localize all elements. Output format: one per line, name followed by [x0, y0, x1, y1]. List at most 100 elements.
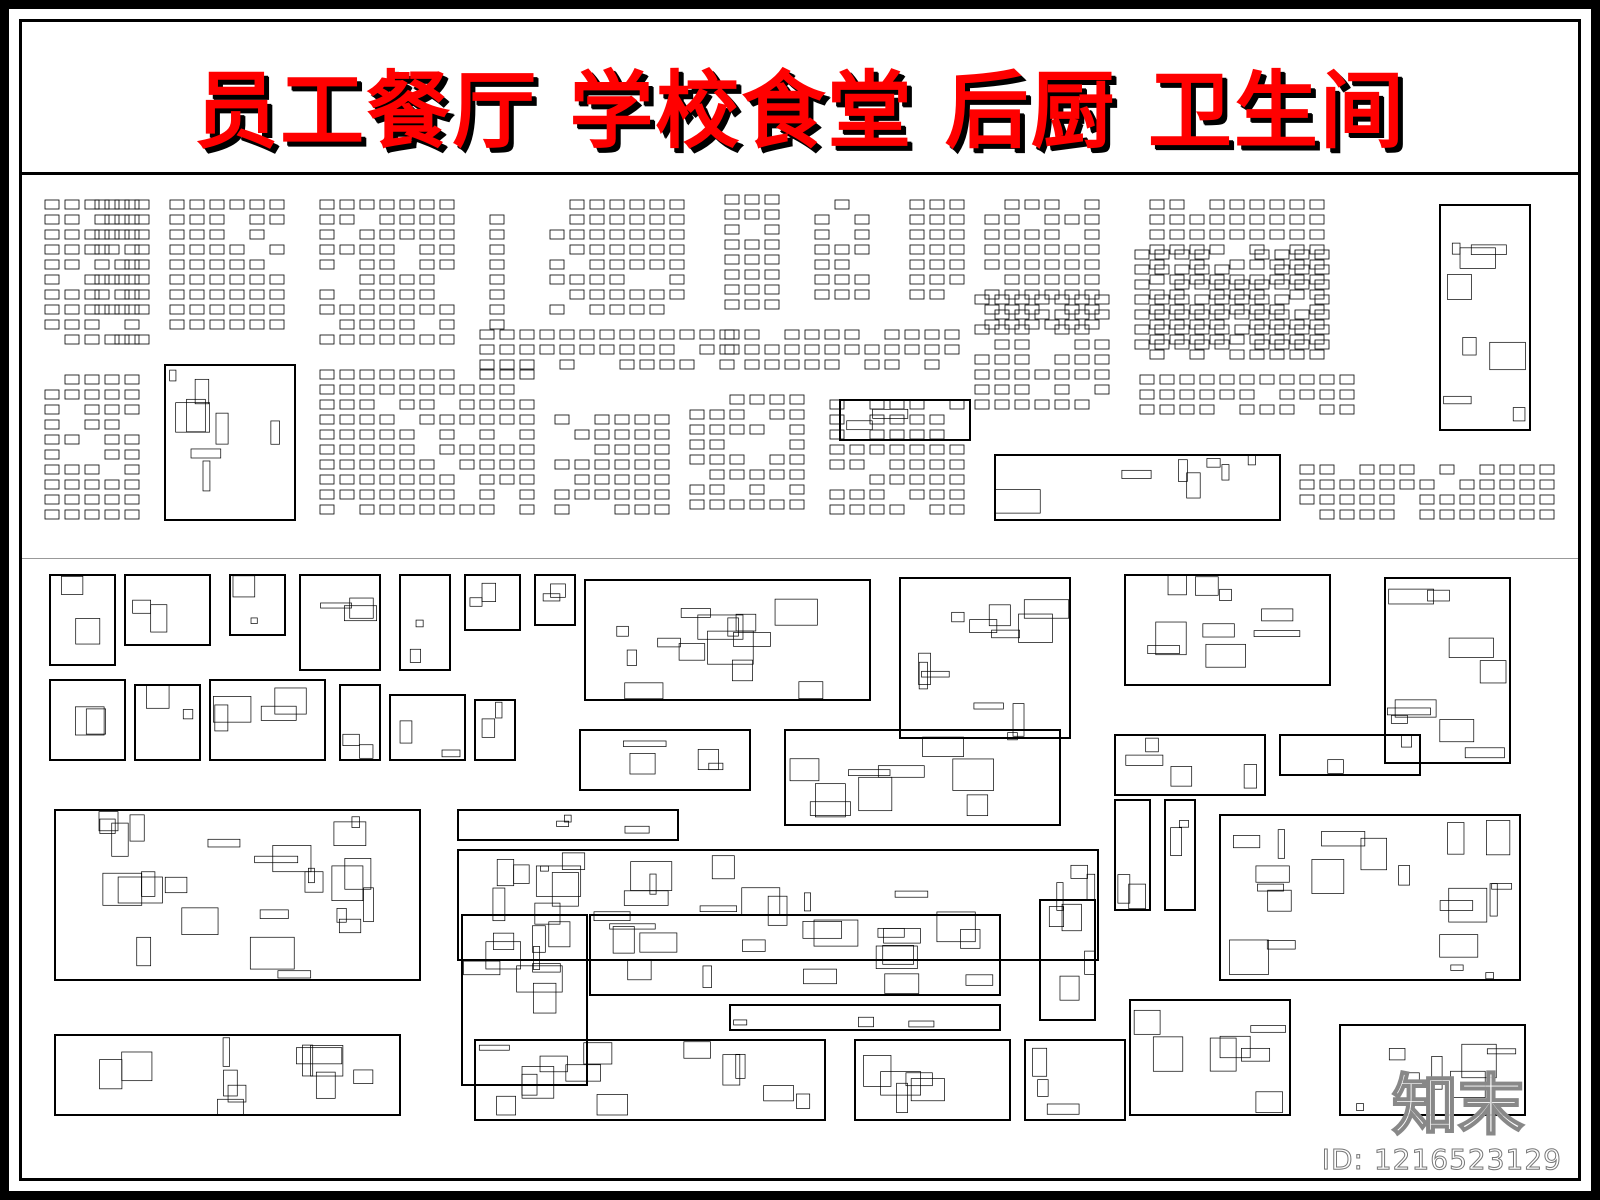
- dining-table: [379, 444, 395, 455]
- floor-plan-fixture: [1462, 337, 1477, 356]
- dining-table: [929, 289, 945, 300]
- dining-table: [1294, 249, 1310, 260]
- dining-table: [339, 444, 355, 455]
- dining-table: [1134, 279, 1150, 290]
- dining-table: [629, 289, 645, 300]
- dining-table: [84, 244, 100, 255]
- dining-table: [379, 304, 395, 315]
- floor-plan-fixture: [1170, 766, 1193, 787]
- dining-table: [1319, 374, 1335, 385]
- floor-plan-fixture: [556, 820, 570, 827]
- floor-plan-fixture: [1167, 575, 1187, 596]
- floor-plan-fixture: [1459, 247, 1496, 269]
- dining-table: [229, 319, 245, 330]
- dining-table: [614, 504, 630, 515]
- dining-table: [589, 214, 605, 225]
- dining-table: [1024, 199, 1040, 210]
- dining-table: [629, 199, 645, 210]
- dining-table: [1139, 389, 1155, 400]
- floor-plan-outline: [839, 399, 971, 441]
- dining-table: [124, 319, 140, 330]
- dining-table: [729, 409, 745, 420]
- dining-table: [519, 474, 535, 485]
- floor-plan-fixture: [1485, 972, 1494, 980]
- dining-table: [399, 474, 415, 485]
- floor-plan-fixture: [478, 1044, 510, 1051]
- floor-plan-fixture: [1470, 244, 1507, 255]
- dining-table: [679, 359, 695, 370]
- dining-table: [929, 429, 945, 440]
- dining-table: [104, 304, 120, 315]
- dining-table: [984, 244, 1000, 255]
- dining-table: [1054, 399, 1070, 410]
- floor-plan-fixture: [802, 921, 843, 939]
- dining-table: [724, 344, 740, 355]
- dining-table: [1189, 274, 1205, 285]
- dining-table: [589, 259, 605, 270]
- floor-plan-fixture: [496, 1095, 516, 1116]
- dining-table: [729, 394, 745, 405]
- dining-table: [319, 214, 335, 225]
- dining-table: [94, 274, 110, 285]
- dining-table: [1359, 494, 1375, 505]
- dining-table: [749, 469, 765, 480]
- dining-table: [269, 214, 285, 225]
- dining-table: [189, 319, 205, 330]
- dining-table: [399, 319, 415, 330]
- dining-table: [1299, 374, 1315, 385]
- floor-plan-fixture: [75, 706, 105, 736]
- floor-plan-fixture: [213, 696, 252, 723]
- floor-plan-fixture: [260, 705, 297, 721]
- dining-table: [94, 244, 110, 255]
- dining-table: [814, 259, 830, 270]
- dining-table: [1309, 274, 1325, 285]
- dining-table: [719, 329, 735, 340]
- dining-table: [44, 304, 60, 315]
- dining-table: [1289, 229, 1305, 240]
- dining-table: [169, 214, 185, 225]
- dining-table: [814, 274, 830, 285]
- dining-table: [1169, 274, 1185, 285]
- floor-plan-outline: [1024, 1039, 1126, 1121]
- floor-plan-fixture: [727, 617, 739, 637]
- dining-table: [614, 474, 630, 485]
- dining-table: [269, 289, 285, 300]
- dining-table: [609, 244, 625, 255]
- floor-plan-fixture: [164, 876, 188, 894]
- dining-table: [104, 434, 120, 445]
- dining-table: [764, 299, 780, 310]
- floor-plan-fixture: [699, 905, 737, 912]
- dining-table: [1084, 289, 1100, 300]
- dining-table: [949, 229, 965, 240]
- dining-table: [649, 244, 665, 255]
- dining-table: [359, 319, 375, 330]
- dining-table: [44, 199, 60, 210]
- dining-table: [399, 334, 415, 345]
- dining-table: [439, 489, 455, 500]
- floor-plan-fixture: [222, 1037, 230, 1067]
- dining-table: [854, 214, 870, 225]
- dining-table: [1179, 374, 1195, 385]
- floor-plan-fixture: [136, 936, 152, 967]
- dining-table: [1044, 319, 1060, 330]
- floor-plan-fixture: [774, 598, 818, 626]
- dining-table: [909, 414, 925, 425]
- dining-table: [764, 194, 780, 205]
- dining-table: [834, 259, 850, 270]
- dining-table: [1269, 349, 1285, 360]
- dining-table: [104, 509, 120, 520]
- dining-table: [439, 504, 455, 515]
- floor-plan-fixture: [707, 630, 754, 665]
- dining-table: [1054, 309, 1070, 320]
- dining-table: [1259, 374, 1275, 385]
- dining-table: [1174, 339, 1190, 350]
- floor-plan-fixture: [1121, 469, 1152, 479]
- floor-plan-fixture: [99, 818, 116, 834]
- floor-plan-fixture: [848, 769, 891, 776]
- dining-table: [1014, 399, 1030, 410]
- dining-table: [479, 359, 495, 370]
- dining-table: [499, 444, 515, 455]
- floor-plan-fixture: [182, 709, 194, 720]
- dining-table: [44, 449, 60, 460]
- dining-table: [1154, 324, 1170, 335]
